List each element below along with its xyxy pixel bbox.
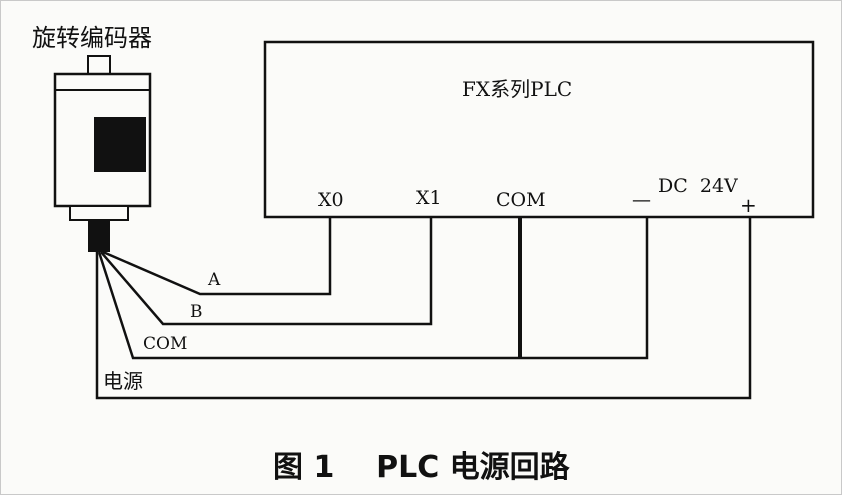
wire-power-label: 电源 (103, 369, 143, 393)
wire-power (95, 217, 752, 400)
encoder-label: 旋转编码器 (32, 24, 152, 52)
encoder-connector (88, 220, 110, 252)
wire-b-label: B (190, 302, 203, 322)
wire-com-label: COM (143, 334, 187, 354)
encoder-label-plate (94, 117, 146, 172)
plc-title: FX系列PLC (462, 77, 572, 101)
figure-caption: 图 1 PLC 电源回路 (273, 450, 571, 485)
rotary-encoder (53, 55, 152, 252)
terminal-com: COM (496, 189, 546, 211)
encoder-base (69, 205, 129, 221)
wire-a (102, 217, 332, 296)
terminal-dc24v: DC 24V (658, 175, 738, 197)
wire-a-label: A (207, 270, 221, 290)
encoder-shaft (87, 55, 111, 75)
terminal-plus: + (740, 193, 757, 217)
plc-box (263, 40, 815, 219)
wire-com (97, 217, 649, 360)
terminal-x1: X1 (416, 187, 442, 209)
wire-b (100, 217, 433, 326)
terminal-x0: X0 (318, 189, 344, 211)
terminal-minus: — (632, 189, 651, 211)
